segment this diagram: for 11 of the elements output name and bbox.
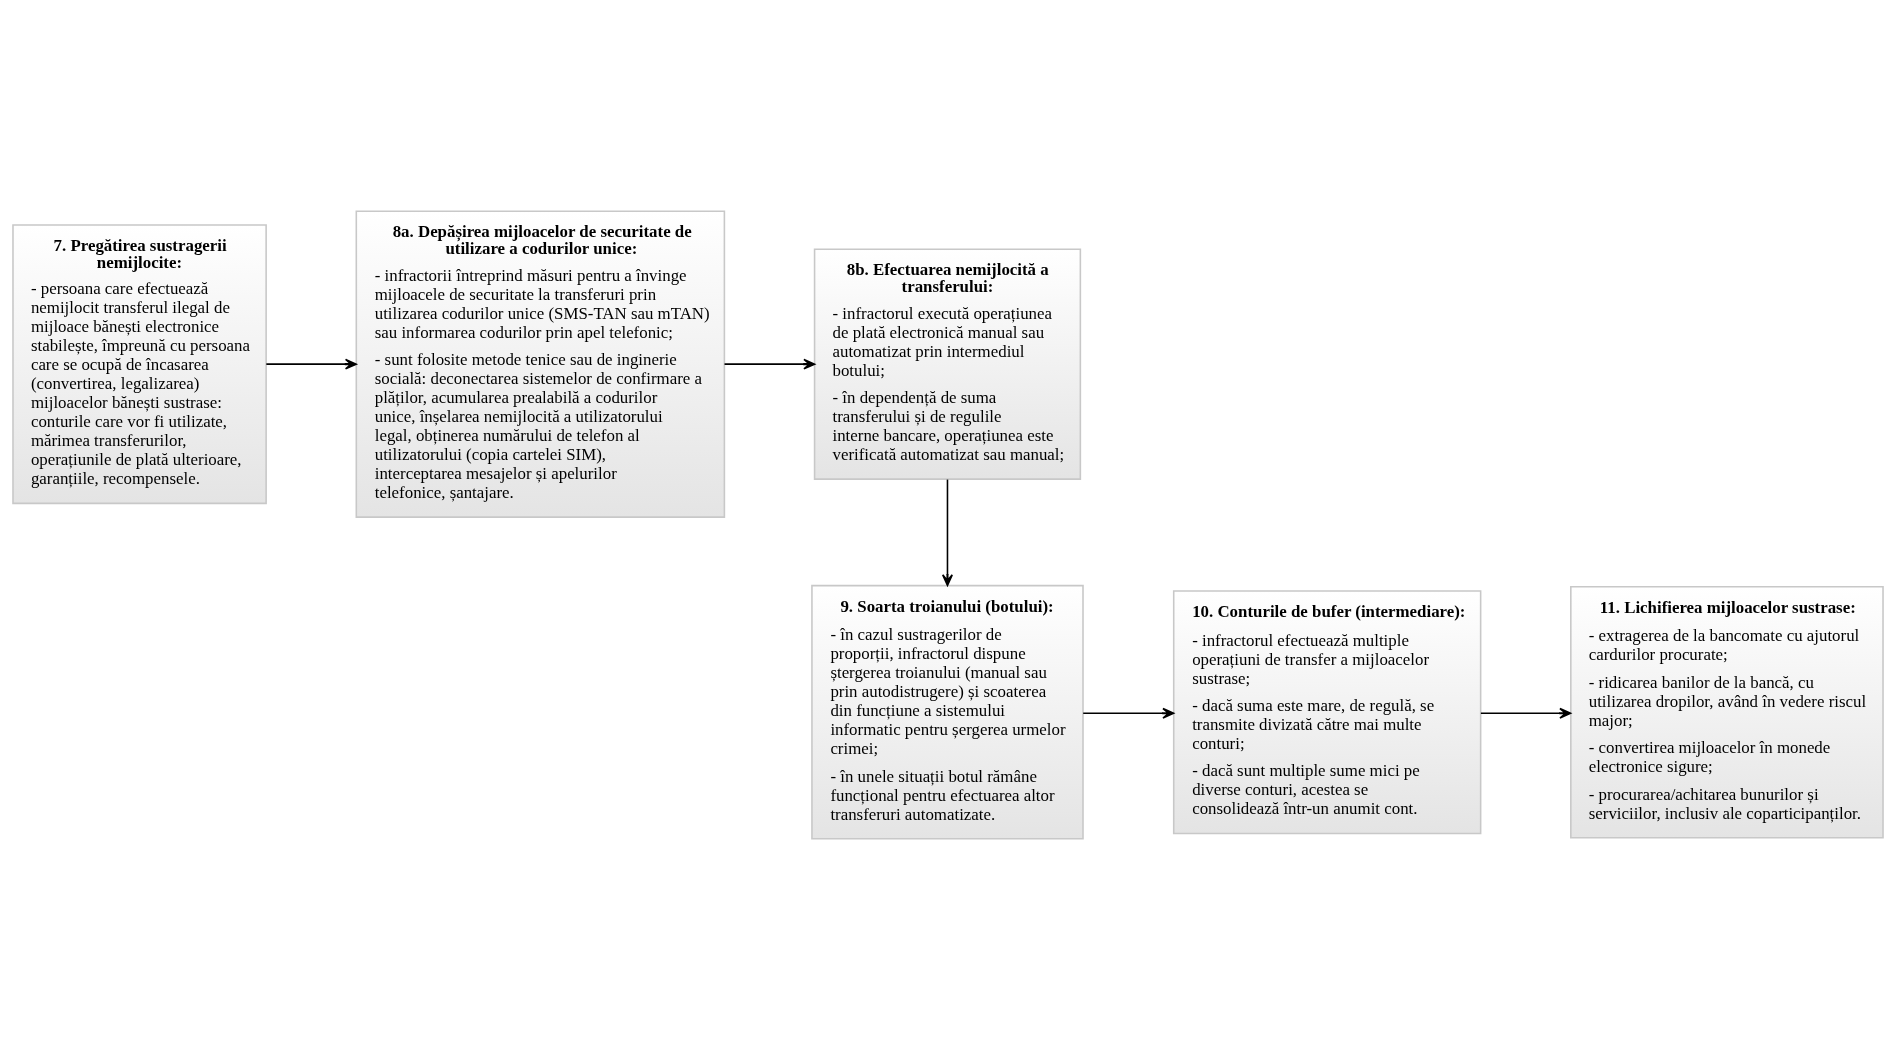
node-box: 11. Lichifierea mijloacelor sustrase: - extragerea de la bancomate cu ajutorul cardurilor procurate; - ridicarea banilor de la bancă, cu utilizarea dropilor, având în vedere riscul major; - convertirea mijloacelor în monede electronice sigure; - procurarea/achitarea bunurilor și serviciilor, inclusiv ale coparticipanților.	[1570, 585, 1884, 839]
node-box: 8a. Depășirea mijloacelor de securitate de utilizare a codurilor unice: - infractorii întreprind măsuri pentru a învinge mijloacele de securitate la transferuri prin utilizarea codurilor unice (SMS-TAN sau mTAN) sau informarea codurilor prin apel telefonic; - sunt folosite metode tenice sau de inginerie socială: deconectarea sistemelor de confirmare a plăților, acumularea prealabilă a codurilor unice, înșelarea nemijlocită a utilizatorului legal, obținerea numărului de telefon al utilizatorului (copia cartelei SIM), interceptarea mesajelor și apelurilor telefonice, șantajare.	[355, 210, 726, 518]
arrow	[1480, 707, 1572, 719]
node-box: 9. Soarta troianului (botului): - în cazul sustragerilor de proporții, infractorul dispune ștergerea troianului (manual sau prin autodistrugere) și scoaterea din funcțiune a sistemului informatic pentru șergerea urmelor crimei; - în unele situații botul rămâne funcțional pentru efectuarea altor transferuri automatizate.	[811, 584, 1084, 840]
node-box: 7. Pregătirea sustragerii nemijlocite: - persoana care efectuează nemijlocit transferul ilegal de mijloace bănești electronice stabilește, împreună cu persoana care se ocupă de încasarea (convertirea, legalizarea) mijloacelor bănești sustrase: conturile care vor fi utilizate, mărimea transferurilor, operațiunile de plată ulterioare, garanțiile, recompensele.	[12, 224, 267, 505]
arrow	[1082, 707, 1175, 719]
arrow	[265, 358, 357, 370]
arrow	[941, 478, 953, 587]
arrow	[723, 358, 816, 370]
node-box: 10. Conturile de bufer (intermediare): - infractorul efectuează multiple operațiuni de transfer a mijloacelor sustrase; - dacă suma este mare, de regulă, se transmite divizată către mai multe conturi; - dacă sunt multiple sume mici pe diverse conturi, acestea se consolidează într-un anumit cont.	[1172, 590, 1482, 835]
node-box: 8b. Efectuarea nemijlocită a transferului: - infractorul execută operațiunea de plată electronică manual sau automatizat prin intermediul botului; - în dependență de suma transferului și de regulile interne bancare, operațiunea este verificată automatizat sau manual;	[813, 248, 1082, 480]
